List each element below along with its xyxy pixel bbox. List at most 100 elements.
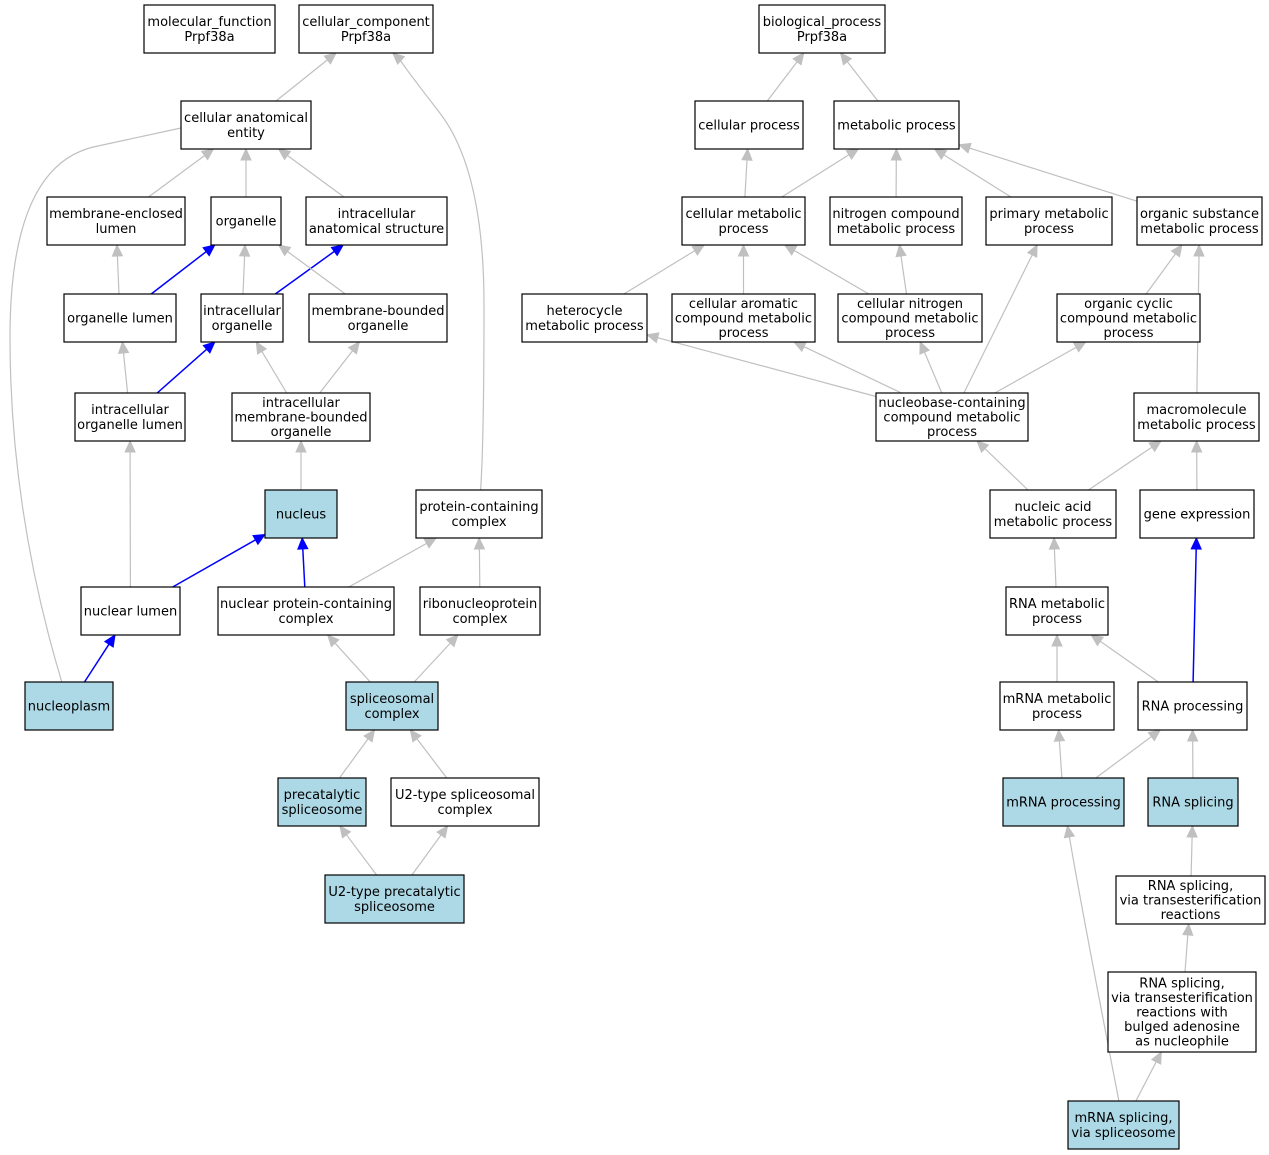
edge-arrowhead xyxy=(957,142,972,154)
node-label: nitrogen compound xyxy=(832,207,959,222)
edge-occmp-to-osmp xyxy=(1145,244,1183,295)
edge-line xyxy=(994,346,1077,394)
node-box xyxy=(200,293,284,343)
node-label: nucleoplasm xyxy=(28,700,110,715)
node-label: compound metabolic xyxy=(841,312,978,327)
edge-arrowhead xyxy=(339,825,352,839)
node-label: nucleobase-containing xyxy=(878,396,1025,411)
node-label: organelle lumen xyxy=(77,418,183,433)
go-term-node-rnaproc[interactable]: RNA processing xyxy=(1137,681,1248,731)
edge-mbo-to-organelle xyxy=(277,244,346,295)
edge-arrowhead xyxy=(1186,824,1198,838)
node-label: RNA processing xyxy=(1142,700,1244,715)
edge-pcc-to-cc_root xyxy=(391,52,485,491)
node-box xyxy=(1137,681,1248,731)
edge-mrnasplice-to-rnasplice_ba xyxy=(1135,1050,1162,1102)
go-term-node-gexp[interactable]: gene expression xyxy=(1139,489,1255,539)
go-term-node-mrnasplice[interactable]: mRNA splicing,via spliceosome xyxy=(1067,1100,1180,1150)
edge-line xyxy=(1088,446,1153,491)
edge-line xyxy=(156,348,208,394)
edge-arrowhead xyxy=(645,332,660,344)
go-term-node-nlumen[interactable]: nuclear lumen xyxy=(80,586,181,636)
go-term-node-mproc[interactable]: metabolic process xyxy=(833,100,960,150)
go-term-node-mrnaproc[interactable]: mRNA processing xyxy=(1002,777,1125,827)
node-label: compound metabolic xyxy=(1060,312,1197,327)
node-box xyxy=(1005,586,1109,636)
go-term-node-rnasplice[interactable]: RNA splicing xyxy=(1147,777,1239,827)
go-term-node-olumen[interactable]: organelle lumen xyxy=(63,293,177,343)
edge-nucleus-to-imbo xyxy=(295,439,307,490)
edge-rnasplice_ba-to-rnasplice_tr xyxy=(1182,922,1194,973)
edge-line xyxy=(781,154,850,198)
edge-arrowhead xyxy=(347,341,361,355)
edge-cae-to-cc_root xyxy=(275,52,337,102)
go-term-node-rnasplice_ba[interactable]: RNA splicing,via transesterificationreac… xyxy=(1107,971,1257,1053)
node-box xyxy=(217,586,395,636)
node-label: biological_process xyxy=(763,15,882,30)
node-label: anatomical structure xyxy=(309,222,444,237)
node-label: membrane-bounded xyxy=(311,304,444,319)
node-box xyxy=(24,681,114,731)
go-term-node-cproc[interactable]: cellular process xyxy=(694,100,804,150)
edge-arrowhead xyxy=(1147,729,1162,742)
edge-mrnasplice-to-mrnaproc xyxy=(1063,824,1120,1102)
go-term-node-organelle[interactable]: organelle xyxy=(210,196,282,246)
edge-line xyxy=(287,155,345,198)
node-label: via transesterification xyxy=(1111,991,1253,1006)
edge-u2precat-to-precat xyxy=(339,825,378,876)
go-term-node-rnasplice_tr[interactable]: RNA splicing,via transesterificationreac… xyxy=(1115,875,1266,925)
edge-nbcmp-to-cacmp xyxy=(792,341,902,394)
go-term-node-nucleus[interactable]: nucleus xyxy=(264,489,338,539)
go-term-node-nucleoplasm[interactable]: nucleoplasm xyxy=(24,681,114,731)
node-label: via spliceosome xyxy=(1071,1126,1175,1141)
node-label: process xyxy=(719,326,769,341)
edge-arrowhead xyxy=(323,52,337,65)
edge-arrowhead xyxy=(895,243,907,258)
node-label: organelle xyxy=(212,319,273,334)
edge-iol-to-olumen xyxy=(117,340,130,394)
node-label: process xyxy=(1024,222,1074,237)
edge-nlumen-to-nucleus xyxy=(172,533,267,588)
node-label: U2-type precatalytic xyxy=(328,885,460,900)
edge-rnaproc-to-rnamp xyxy=(1090,634,1159,683)
node-box xyxy=(1067,1100,1180,1150)
node-box xyxy=(390,777,540,827)
node-box xyxy=(264,489,338,539)
node-label: protein-containing xyxy=(419,500,538,515)
edge-arrowhead xyxy=(445,634,459,648)
node-label: organelle xyxy=(348,319,409,334)
node-box xyxy=(521,293,648,343)
